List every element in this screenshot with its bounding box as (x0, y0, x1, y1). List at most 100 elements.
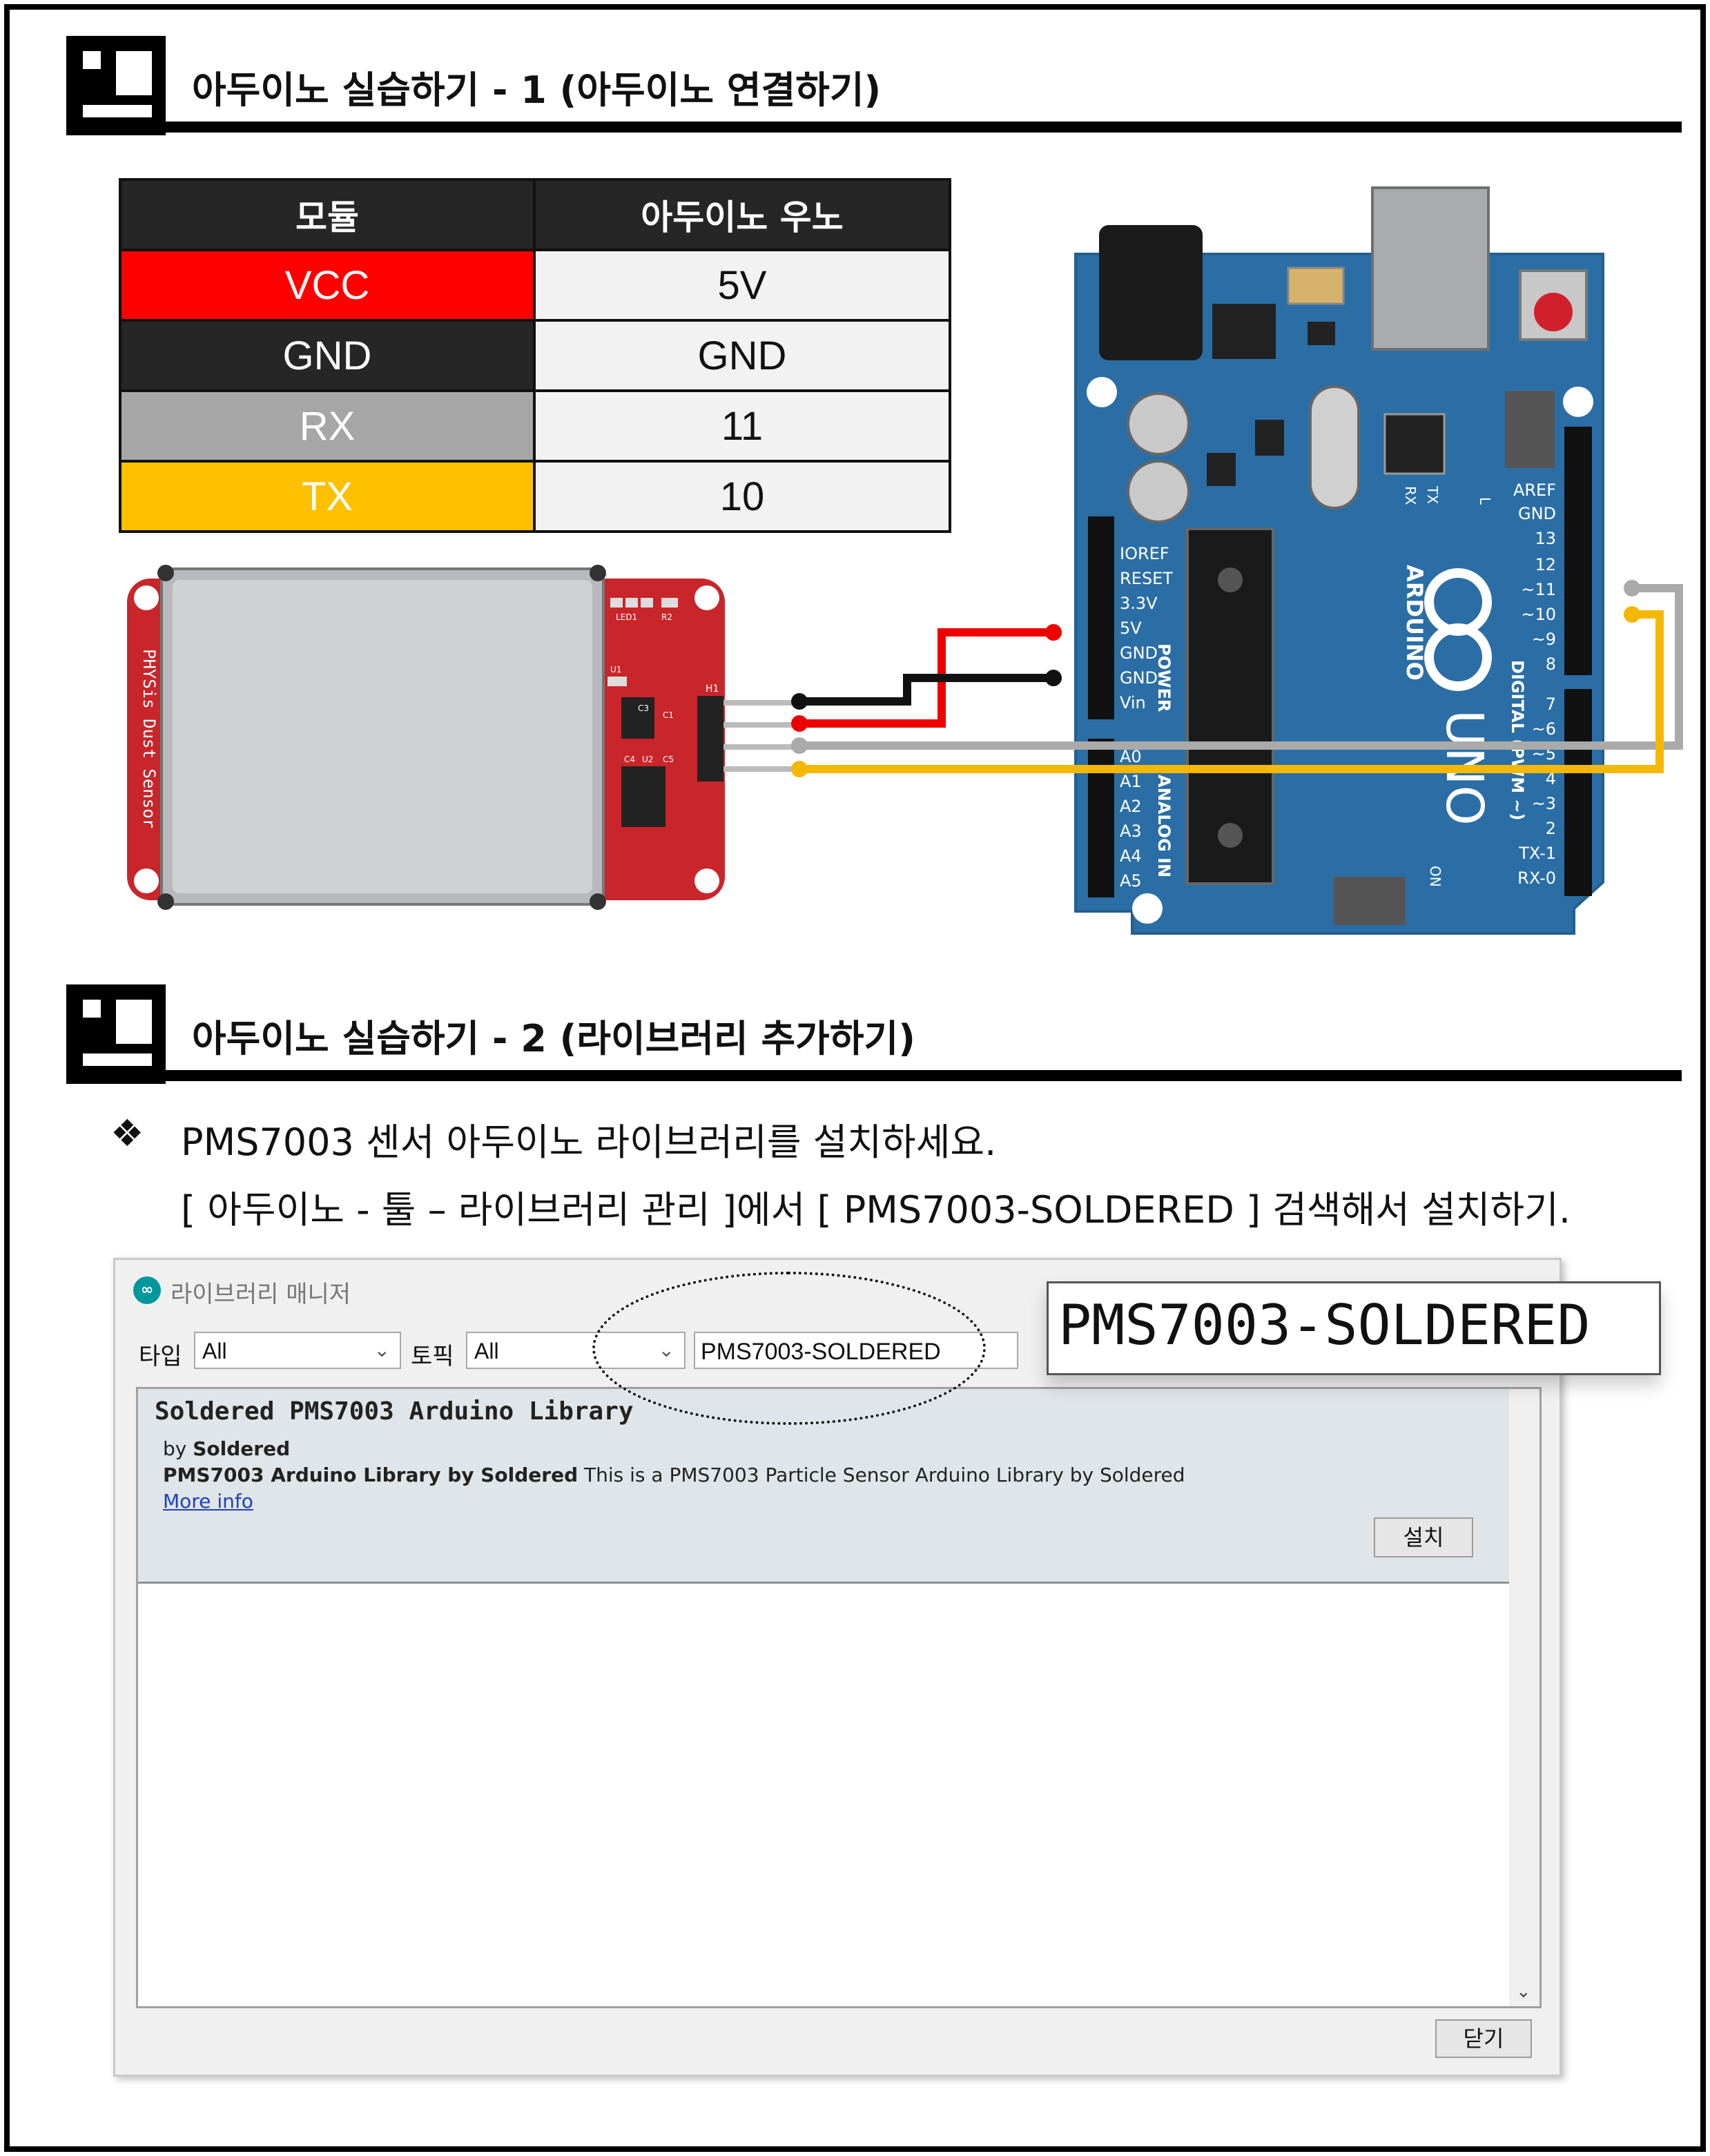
led-label: L (1477, 497, 1493, 505)
library-description: PMS7003 Arduino Library by Soldered This… (163, 1464, 1185, 1486)
led-label: RX (1402, 486, 1419, 505)
digital-pin-label: 4 (1546, 769, 1556, 788)
chip-label: U2 (642, 755, 653, 764)
digital-pin-label: 2 (1546, 819, 1556, 838)
section2-title: 아두이노 실습하기 - 2 (라이브러리 추가하기) (192, 1017, 915, 1060)
connector-label: H1 (706, 683, 719, 695)
power-pin-label: RESET (1120, 569, 1173, 588)
table-header-module: 모듈 (119, 178, 536, 251)
topic-label: 토픽 (411, 1343, 454, 1370)
usb-port (1371, 186, 1490, 351)
library-name: Soldered PMS7003 Arduino Library (155, 1397, 634, 1426)
section2-rule (66, 1070, 1682, 1081)
module-pin-tx: TX (119, 460, 536, 533)
table-row: RX 11 (119, 389, 951, 463)
type-select-value: All (202, 1339, 227, 1363)
digital-pin-label: TX-1 (1518, 844, 1556, 863)
arduino-pin-5v: 5V (533, 249, 951, 322)
power-pin-label: IOREF (1120, 544, 1169, 563)
digital-pin-label: RX-0 (1517, 868, 1556, 888)
topic-select-value: All (474, 1339, 499, 1363)
arduino-pin-10: 10 (533, 460, 951, 533)
wire-end-dot (1045, 670, 1062, 686)
close-button[interactable]: 닫기 (1435, 2019, 1532, 2058)
section1-rule (66, 122, 1682, 133)
arduino-brand: ARDUINO (1401, 565, 1428, 681)
power-pin-label: 3.3V (1120, 594, 1158, 613)
install-button[interactable]: 설치 (1374, 1517, 1473, 1557)
analog-header (1088, 739, 1114, 897)
analog-pin-label: A1 (1120, 772, 1142, 791)
wire-end-dot (1045, 624, 1062, 641)
digital-pin-label: AREF (1513, 480, 1556, 500)
search-highlight-ellipse (592, 1272, 986, 1425)
list-scrollbar[interactable]: ⌄ (1509, 1389, 1539, 2006)
instruction-line-2: [ 아두이노 - 툴 – 라이브러리 관리 ]에서 [ PMS7003-SOLD… (181, 1188, 1571, 1232)
wire-rx (799, 584, 1683, 750)
type-select[interactable]: All ⌄ (194, 1332, 401, 1369)
sensor-label: PHYSis Dust Sensor (139, 649, 159, 828)
arduino-uno-board: ARDUINO UNO POWER ANALOG IN DIGITAL (PWM… (1074, 186, 1604, 935)
library-author: by Soldered (163, 1437, 291, 1460)
wire-end-dot (1624, 580, 1640, 596)
module-pin-gnd: GND (119, 319, 536, 392)
digital-label: DIGITAL (PWM ~) (1508, 660, 1527, 821)
wire-end-dot (1624, 606, 1640, 623)
module-pin-rx: RX (119, 389, 536, 463)
analog-pin-label: A3 (1120, 822, 1142, 841)
wire-end-dot (791, 761, 808, 777)
digital-pin-label: ~3 (1532, 794, 1556, 813)
digital-pin-label: ~10 (1521, 605, 1556, 624)
power-header (1088, 516, 1114, 719)
power-pin-label: GND (1120, 643, 1158, 663)
digital-header-low (1564, 689, 1592, 896)
more-info-link[interactable]: More info (163, 1490, 253, 1513)
analog-pin-label: A0 (1120, 747, 1142, 766)
pin-mapping-table: 모듈 아두이노 우노 VCC 5V GND GND RX 11 TX 10 (119, 178, 951, 533)
digital-pin-label: 13 (1535, 529, 1556, 548)
analog-pin-label: A5 (1120, 871, 1142, 891)
wire-gnd (799, 674, 1053, 706)
bullet-icon: ❖ (110, 1111, 144, 1155)
library-list: Soldered PMS7003 Arduino Library by Sold… (136, 1387, 1542, 2008)
digital-pin-label: GND (1518, 504, 1556, 523)
page-border (4, 4, 1706, 2152)
digital-header-high (1564, 427, 1592, 675)
chevron-down-icon: ⌄ (373, 1339, 390, 1361)
wire-end-dot (791, 693, 808, 710)
digital-pin-label: ~6 (1532, 719, 1556, 739)
led-label: TX (1424, 485, 1441, 504)
dust-sensor-module: PHYSis Dust Sensor LED1 R2 U1 C3 C1 C4 U… (127, 565, 793, 910)
table-row: VCC 5V (119, 249, 951, 322)
digital-pin-label: 8 (1546, 654, 1556, 674)
analog-label: ANALOG IN (1154, 775, 1174, 877)
section1-icon (66, 36, 166, 135)
digital-pin-label: 7 (1546, 695, 1556, 714)
sensor-pin-header (697, 696, 723, 781)
section1-title: 아두이노 실습하기 - 1 (아두이노 연결하기) (192, 68, 882, 112)
arduino-pin-gnd: GND (533, 319, 951, 392)
digital-pin-label: ~11 (1521, 580, 1556, 599)
power-pin-label: 5V (1120, 619, 1142, 638)
instruction-line-1: PMS7003 센서 아두이노 라이브러리를 설치하세요. (181, 1120, 997, 1164)
power-pin-label: GND (1120, 668, 1158, 688)
wire-end-dot (791, 737, 808, 754)
chip-label: R2 (661, 612, 672, 622)
module-pin-vcc: VCC (119, 249, 536, 322)
type-label: 타입 (139, 1343, 182, 1370)
chip-label: LED1 (616, 612, 637, 622)
led-label: ON (1427, 866, 1444, 887)
digital-pin-label: ~9 (1532, 630, 1556, 649)
arduino-logo-icon: ∞ (133, 1276, 161, 1304)
chevron-down-icon[interactable]: ⌄ (1516, 1981, 1531, 2002)
analog-pin-label: A2 (1120, 797, 1142, 816)
chip-label: C1 (663, 710, 674, 720)
table-header-arduino: 아두이노 우노 (533, 178, 951, 251)
table-row: TX 10 (119, 460, 951, 533)
chip-label: U1 (610, 665, 621, 674)
wiring-diagram: PHYSis Dust Sensor LED1 R2 U1 C3 C1 C4 U… (127, 186, 1683, 935)
chip-label: C4 (624, 755, 635, 764)
window-title: 라이브러리 매니저 (171, 1281, 351, 1308)
digital-pin-label: 12 (1535, 555, 1556, 574)
chip-label: C5 (663, 755, 674, 764)
